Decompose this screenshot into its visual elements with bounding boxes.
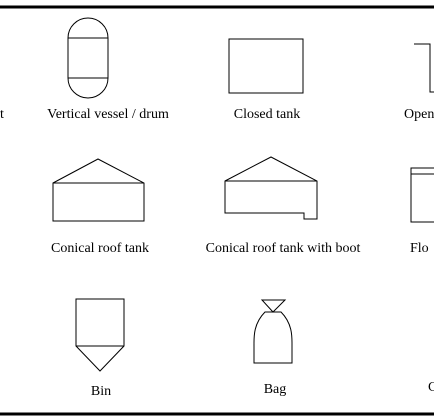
open-tank-label: Open [404,107,434,122]
vertical-vessel-label: Vertical vessel / drum [47,107,169,122]
conical-roof-tank-label: Conical roof tank [51,241,149,256]
open-tank-icon [414,43,434,93]
bag-label: Bag [263,382,287,397]
conical-roof-tank-boot-icon [224,156,318,220]
bin-label: Bin [90,384,112,399]
floating-roof-tank-icon [410,167,434,223]
closed-tank-icon [228,38,304,94]
closed-tank-label: Closed tank [233,107,301,122]
vertical-vessel-icon [67,17,109,99]
sheet-border [0,5,434,416]
partial-left-label: t [0,107,4,122]
bag-icon [253,299,293,364]
floating-roof-tank-label: Flo [410,241,429,256]
bin-icon [75,298,125,372]
conical-roof-tank-boot-label: Conical roof tank with boot [205,241,361,256]
conical-roof-tank-icon [52,158,145,222]
partial-right-bottom-label: C [428,380,434,395]
